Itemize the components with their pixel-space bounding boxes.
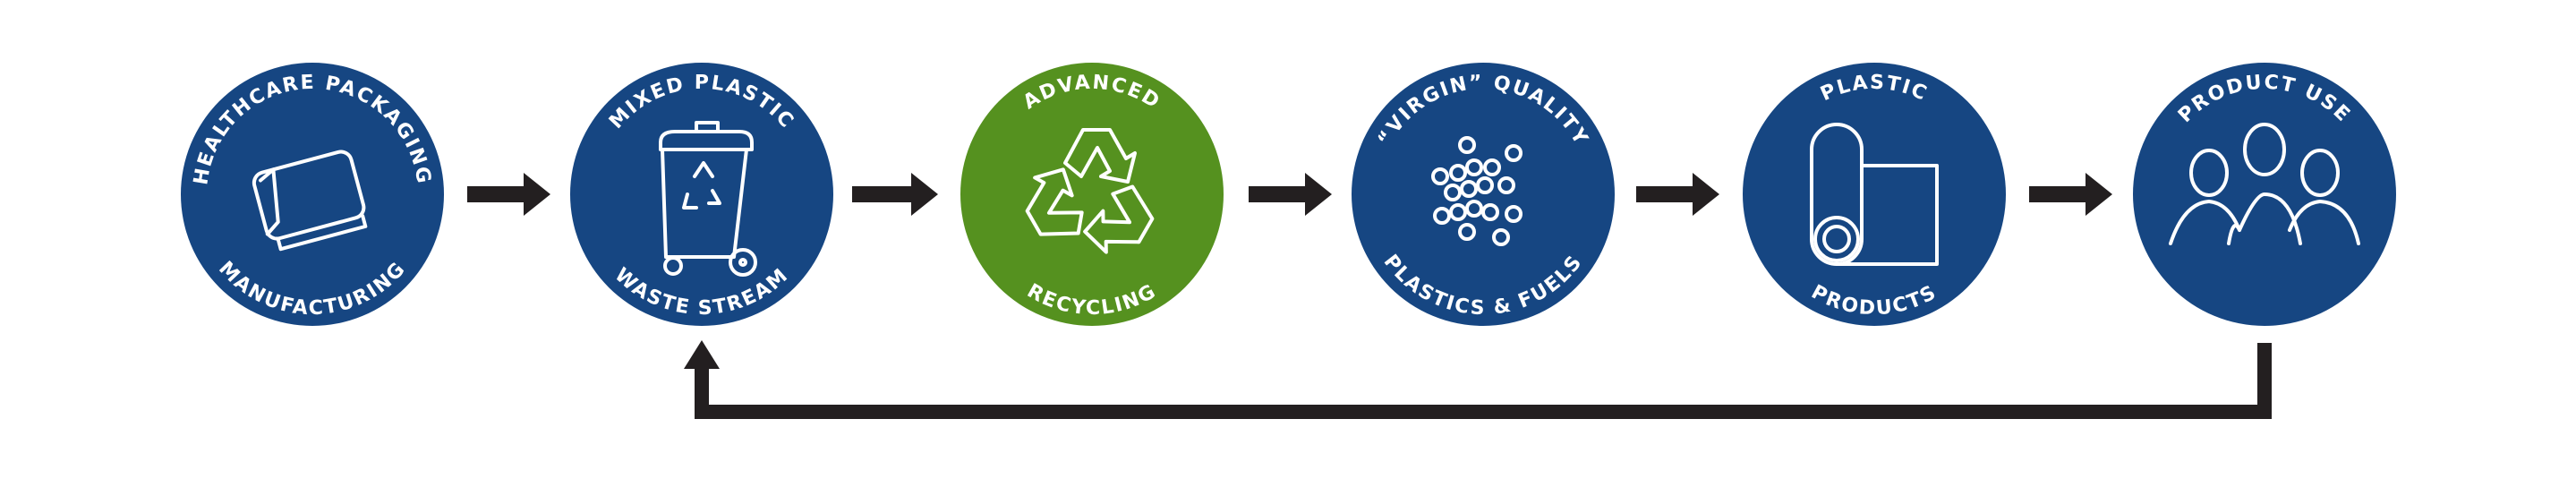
pellets-icon xyxy=(1431,136,1523,246)
packaging-tray-icon xyxy=(252,150,368,252)
node-circle xyxy=(960,63,1224,326)
flow-arrow xyxy=(1249,173,1332,216)
recycling-bin-icon xyxy=(659,121,757,277)
flow-arrow xyxy=(1636,173,1719,216)
node-circle xyxy=(181,63,444,326)
flow-arrow xyxy=(852,173,938,216)
node-product-use: PRODUCT USE xyxy=(2133,63,2396,326)
node-plastic-products: PLASTIC PRODUCTS xyxy=(1743,63,2006,326)
node-virgin-quality: “VIRGIN” QUALITY PLASTICS & FUELS xyxy=(1352,63,1615,326)
flow-arrow xyxy=(467,173,550,216)
recycle-symbol-icon xyxy=(1025,128,1155,254)
flow-arrow xyxy=(2029,173,2112,216)
node-circle xyxy=(1743,63,2006,326)
plastic-roll-icon xyxy=(1810,123,1939,266)
node-healthcare-packaging: HEALTHCARE PACKAGING MANUFACTURING xyxy=(181,63,444,326)
return-loop-arrow xyxy=(684,340,2272,419)
node-circle xyxy=(570,63,833,326)
node-mixed-plastic: MIXED PLASTIC WASTE STREAM xyxy=(570,63,833,326)
people-group-icon xyxy=(2169,123,2360,245)
node-advanced-recycling: ADVANCED RECYCLING xyxy=(960,63,1224,326)
node-circle xyxy=(1352,63,1615,326)
